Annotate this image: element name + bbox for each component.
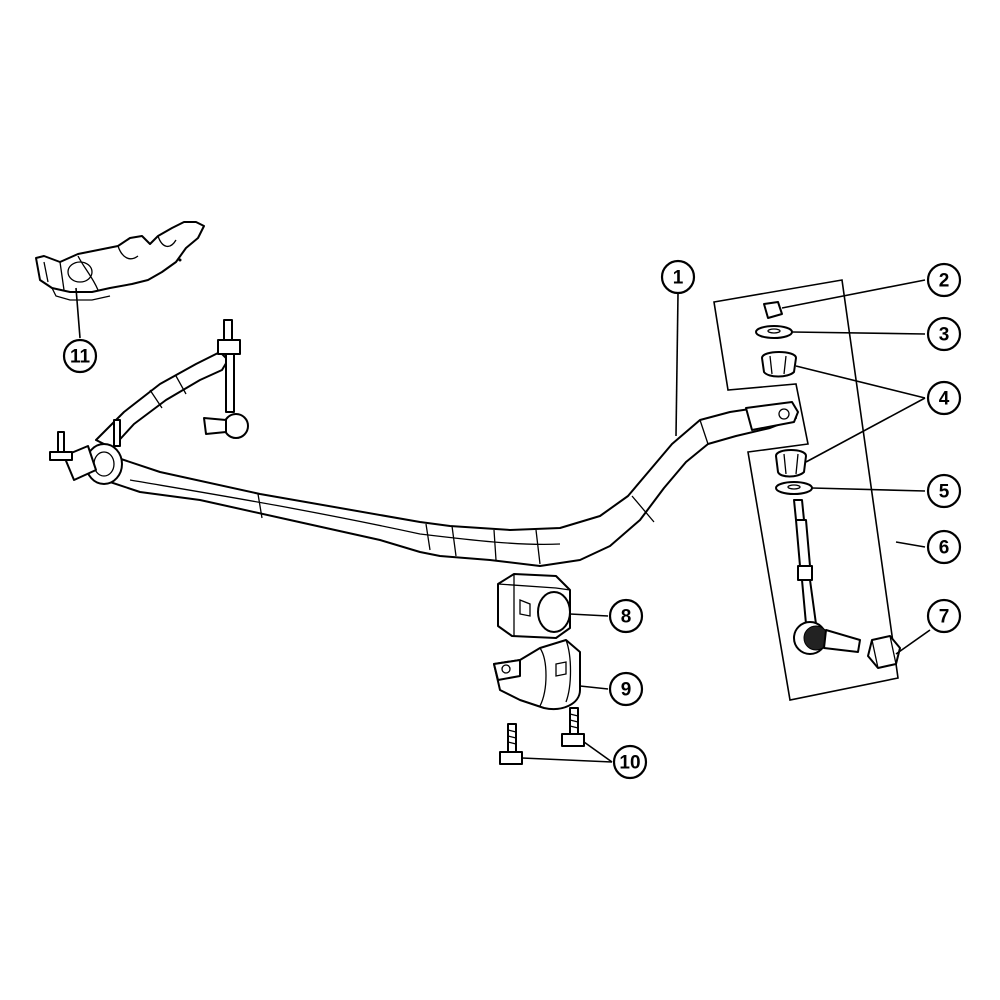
part-2-nut — [763, 301, 783, 319]
callout-11: 11 — [62, 338, 98, 374]
callout-2: 2 — [926, 262, 962, 298]
part-8-bushing — [497, 573, 571, 639]
callout-5-label: 5 — [939, 482, 950, 503]
callout-4: 4 — [926, 380, 962, 416]
callout-11-label: 11 — [70, 347, 91, 368]
callout-10-label: 10 — [619, 753, 640, 774]
callout-8: 8 — [608, 598, 644, 634]
callout-5: 5 — [926, 473, 962, 509]
left-stabilizer-link — [203, 319, 249, 439]
callout-3-label: 3 — [939, 325, 950, 346]
callout-6: 6 — [926, 529, 962, 565]
callout-1: 1 — [660, 259, 696, 295]
callout-7-label: 7 — [939, 607, 950, 628]
callout-2-label: 2 — [939, 271, 950, 292]
callout-10: 10 — [612, 744, 648, 780]
part-4-bushing-lower — [775, 449, 807, 478]
callout-3: 3 — [926, 316, 962, 352]
callout-7: 7 — [926, 598, 962, 634]
callout-8-label: 8 — [621, 607, 632, 628]
part-10-bolts — [499, 707, 585, 765]
stabilizer-link-rod — [793, 499, 861, 655]
callout-9-label: 9 — [621, 680, 632, 701]
part-4-bushing-upper — [761, 351, 797, 378]
part-11-shield — [35, 221, 205, 301]
callout-6-label: 6 — [939, 538, 950, 559]
part-9-bracket — [493, 639, 581, 710]
leader-lines — [75, 279, 931, 763]
part-6-link-kit-outline — [713, 279, 899, 701]
callout-4-label: 4 — [939, 389, 950, 410]
part-1-stabilizer-bar — [49, 351, 799, 567]
part-7-nut — [867, 635, 901, 669]
callout-1-label: 1 — [673, 268, 684, 289]
part-3-washer — [755, 325, 793, 339]
callout-9: 9 — [608, 671, 644, 707]
part-5-washer — [775, 481, 813, 495]
